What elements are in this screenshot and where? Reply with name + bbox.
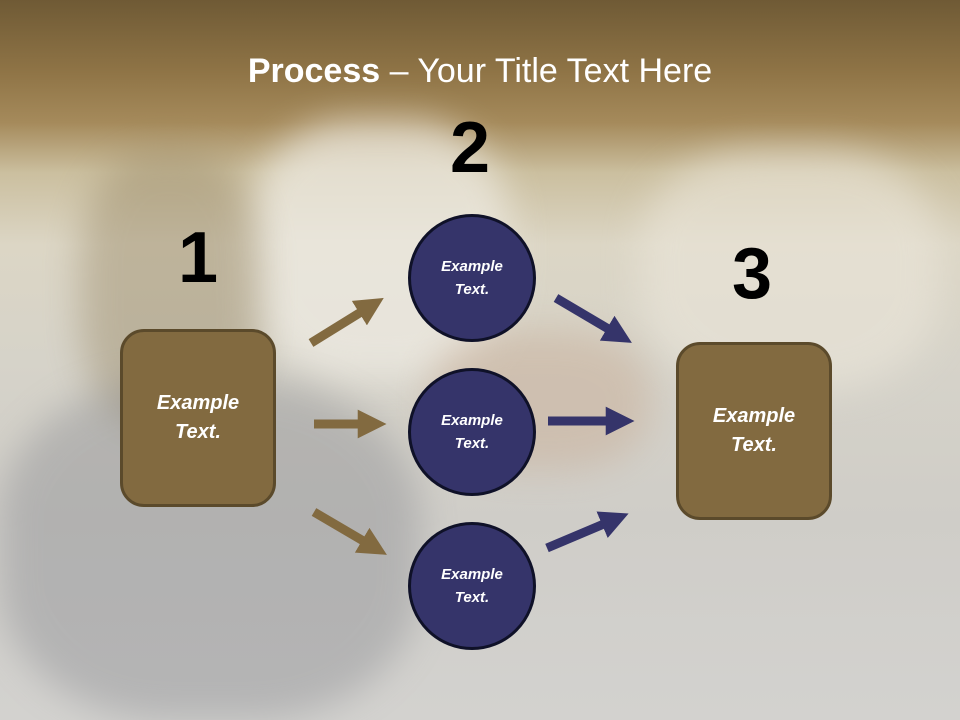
step-box-3: Example Text. [676, 342, 832, 520]
step-box-3-line2: Text. [731, 434, 777, 456]
step-box-1-line2: Text. [175, 421, 221, 443]
slide-title: Process – Your Title Text Here [0, 52, 960, 91]
step-box-1: Example Text. [120, 329, 276, 507]
process-circle-bottom: Example Text. [408, 522, 536, 650]
step-box-1-line1: Example [156, 392, 240, 414]
title-bold: Process [247, 52, 381, 90]
title-rest: – Your Title Text Here [380, 52, 713, 90]
circle-middle-line2: Text. [454, 435, 490, 452]
circle-bottom-line2: Text. [454, 589, 490, 606]
arrow-up-right-navy [545, 511, 629, 553]
circle-bottom-line1: Example [441, 566, 503, 583]
step-number-3: 3 [732, 234, 773, 314]
step-number-2: 2 [450, 108, 491, 188]
arrow-down-right-brown [311, 508, 387, 555]
circle-top-line2: Text. [454, 281, 490, 298]
process-circle-top: Example Text. [408, 214, 536, 342]
circle-top-line1: Example [441, 258, 503, 275]
arrow-up-right-brown [308, 297, 384, 347]
step-number-1: 1 [178, 218, 219, 298]
process-circle-middle: Example Text. [408, 368, 536, 496]
step-box-3-line1: Example [712, 405, 796, 427]
arrow-down-right-navy [553, 294, 632, 343]
circle-middle-line1: Example [441, 412, 503, 429]
